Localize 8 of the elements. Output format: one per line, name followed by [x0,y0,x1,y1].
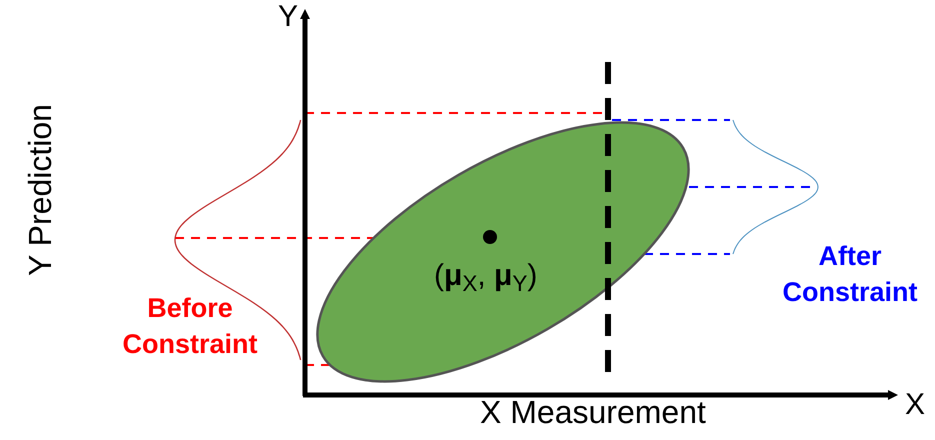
mean-label: (μ$_{X}$, μ$_{Y}$) [434,261,538,291]
axis-title: X Measurement [480,396,706,428]
axis-title: Y Prediction [24,104,56,276]
ellipse-region [316,121,690,383]
axis-label: Y [278,2,298,32]
distribution-label: After Constraint [782,240,918,309]
distribution-label: Before Constraint [122,292,258,361]
axis-label: X [905,390,926,420]
